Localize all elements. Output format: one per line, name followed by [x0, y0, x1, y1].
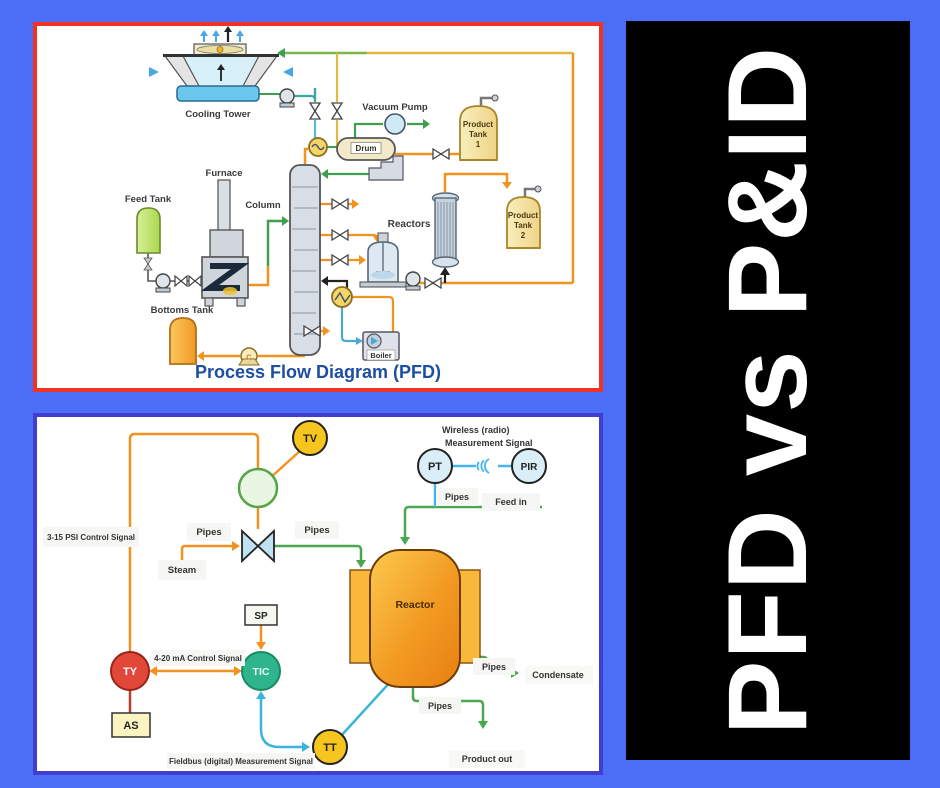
svg-text:Tank: Tank: [469, 130, 488, 139]
pfd-title: Process Flow Diagram (PFD): [195, 362, 441, 382]
instrument-tv: TV: [292, 420, 328, 456]
svg-text:TIC: TIC: [253, 666, 270, 678]
pfd-diagram: Cooling Tower Drum: [125, 26, 575, 382]
reactor-vessel: Reactor: [349, 549, 481, 688]
cooling-tower: Cooling Tower: [149, 26, 293, 120]
bottoms-pump: C: [238, 347, 260, 366]
reactor-pump: [405, 271, 421, 291]
wireless-label-line2: Measurement Signal: [445, 438, 533, 448]
cooling-tower-label: Cooling Tower: [185, 109, 251, 120]
setpoint-box: SP: [244, 604, 278, 626]
feed-tank: Feed Tank: [125, 194, 172, 271]
svg-text:1: 1: [476, 140, 481, 149]
instrument-tt: TT: [312, 729, 348, 765]
shell-tube-exchanger: [431, 192, 460, 268]
pid-labels: 3-15 PSI Control Signal Steam Pipes Pipe…: [43, 425, 593, 769]
valve-actuator: [237, 467, 279, 509]
svg-text:2: 2: [521, 231, 526, 240]
bottoms-tank: Bottoms Tank: [151, 305, 214, 365]
title-banner: PFD vs P&ID: [626, 21, 910, 760]
column: Column: [245, 164, 321, 356]
wireless-label-line1: Wireless (radio): [442, 425, 509, 435]
pipes-product-label: Pipes: [428, 701, 452, 711]
bottoms-tank-label: Bottoms Tank: [151, 305, 214, 316]
air-supply-box: AS: [111, 712, 151, 738]
column-label: Column: [245, 200, 281, 211]
feed-in-label: Feed in: [495, 497, 527, 507]
pipes-condensate-label: Pipes: [482, 662, 506, 672]
drum-label: Drum: [356, 144, 377, 153]
reactor-label: Reactor: [395, 599, 434, 611]
vacuum-pump: Vacuum Pump: [362, 102, 428, 135]
product-tank-2-label: Product: [508, 211, 539, 220]
steam-label: Steam: [168, 565, 197, 576]
cooling-water-pump: [279, 88, 295, 108]
fieldbus-label: Fieldbus (digital) Measurement Signal: [169, 757, 313, 766]
product-tank-2: Product Tank 2: [506, 185, 542, 249]
vacuum-pump-label: Vacuum Pump: [362, 102, 428, 113]
pid-panel: Reactor TV PT PIR T: [33, 413, 603, 775]
reactors-label: Reactors: [388, 219, 431, 230]
feed-valves: [174, 274, 202, 288]
instrument-pt: PT: [417, 448, 453, 484]
bottoms-pump-label: C: [246, 353, 252, 362]
svg-text:TY: TY: [123, 666, 138, 678]
stirred-reactor: Reactors: [359, 219, 431, 288]
compressor: [368, 155, 404, 181]
boiler: Boiler: [362, 331, 400, 361]
reactor-valve: [424, 276, 442, 290]
feed-tank-label: Feed Tank: [125, 194, 172, 205]
pid-lines: [128, 432, 542, 752]
product-out-label: Product out: [462, 754, 513, 764]
overhead-valves: [308, 102, 344, 120]
drum: Drum: [336, 137, 396, 161]
column-side-valves: [303, 197, 349, 338]
svg-text:AS: AS: [123, 720, 138, 732]
svg-text:PIR: PIR: [521, 462, 538, 473]
pipes-steam-out-label: Pipes: [304, 525, 329, 536]
banner-title: PFD vs P&ID: [705, 45, 831, 736]
svg-text:PT: PT: [428, 461, 442, 473]
condenser: [308, 137, 328, 157]
psi-signal-label: 3-15 PSI Control Signal: [47, 533, 135, 542]
pid-diagram: Reactor TV PT PIR T: [43, 420, 593, 769]
instrument-ty: TY: [110, 651, 150, 691]
boiler-label: Boiler: [370, 351, 391, 360]
svg-text:TV: TV: [303, 433, 318, 445]
instrument-pir: PIR: [511, 448, 547, 484]
product-tank-1: Product Tank 1: [459, 94, 499, 161]
instrument-tic: TIC: [241, 651, 281, 691]
condensate-label: Condensate: [532, 670, 584, 680]
furnace-label: Furnace: [206, 168, 243, 179]
svg-text:TT: TT: [323, 742, 337, 754]
svg-text:SP: SP: [254, 611, 268, 622]
pfd-panel: Cooling Tower Drum: [33, 22, 603, 392]
furnace: Furnace: [200, 168, 250, 307]
reboiler-exchanger: [331, 286, 353, 308]
product-tank-1-label: Product: [463, 120, 494, 129]
svg-text:Tank: Tank: [514, 221, 533, 230]
control-valve: [237, 467, 279, 564]
ma-signal-label: 4-20 mA Control Signal: [154, 654, 242, 663]
pipes-steam-in-label: Pipes: [196, 527, 221, 538]
pipes-feed-label: Pipes: [445, 492, 469, 502]
product-tank-1-valve: [432, 147, 450, 161]
feed-pump: [155, 273, 171, 293]
